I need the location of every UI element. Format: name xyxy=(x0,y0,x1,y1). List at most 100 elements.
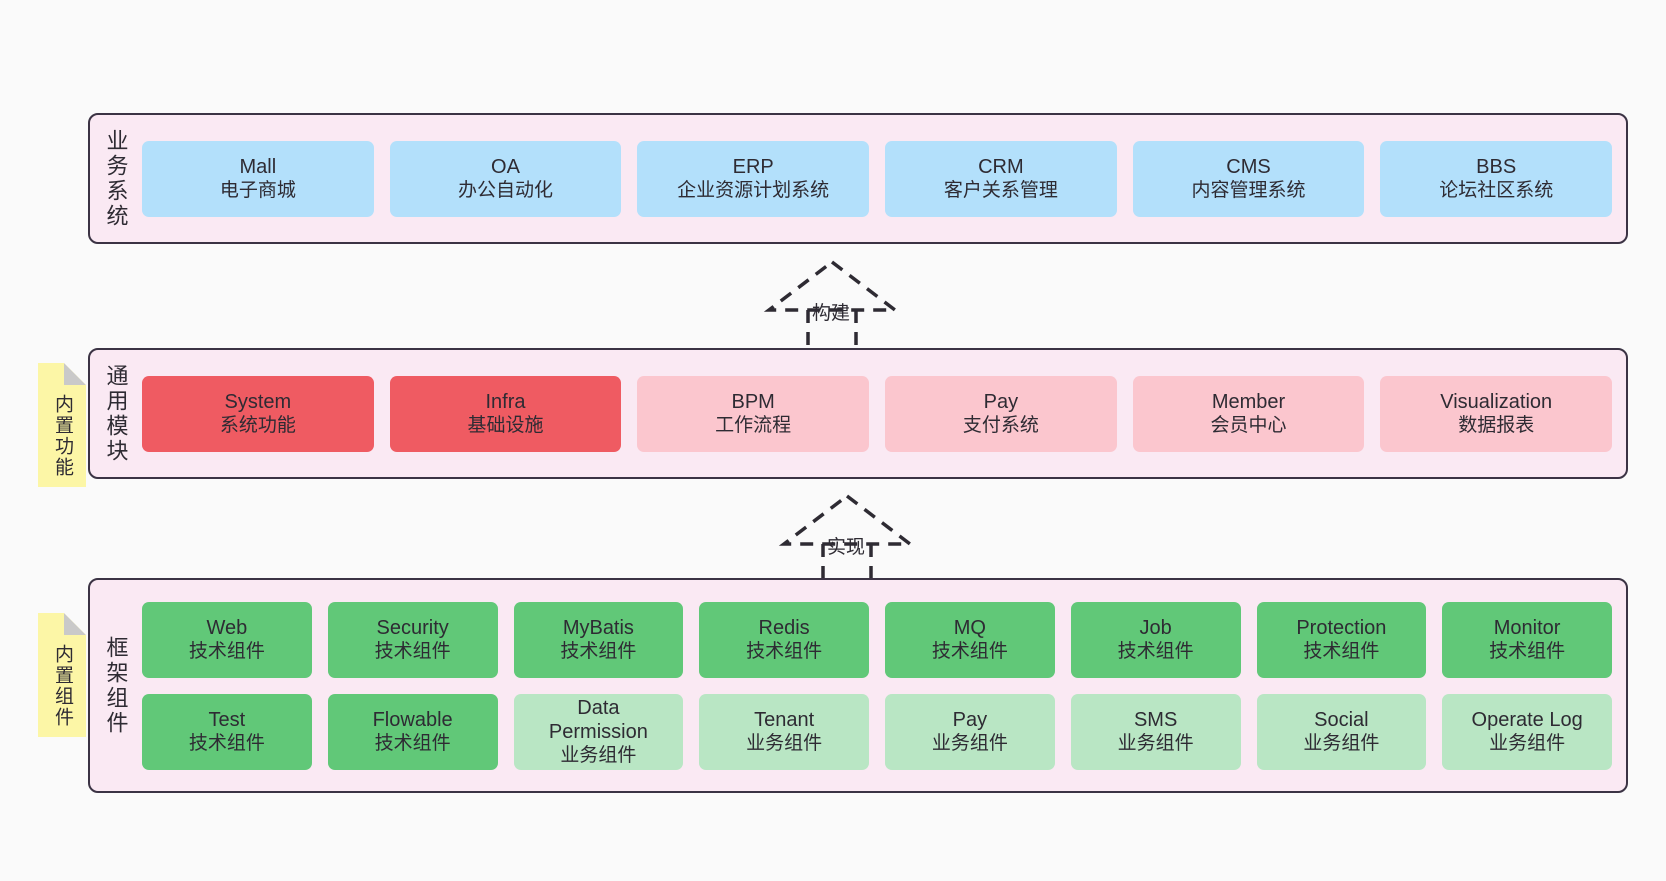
node-title: BPM xyxy=(731,390,775,413)
layer-title-framework-components: 框架组件 xyxy=(103,635,129,736)
node-flowable[interactable]: Flowable 技术组件 xyxy=(327,693,498,770)
node-pay-component[interactable]: Pay 业务组件 xyxy=(885,693,1055,770)
node-subtitle: 业务组件 xyxy=(560,745,637,767)
node-title: Web xyxy=(206,616,248,639)
node-row: Mall 电子商城 OA 办公自动化 ERP 企业资源计划系统 CRM 客户关系… xyxy=(142,140,1613,217)
node-subtitle: 工作流程 xyxy=(715,415,792,437)
node-row: System 系统功能 Infra 基础设施 BPM 工作流程 Pay 支付系统… xyxy=(142,375,1613,452)
sticky-note-builtin-features: 内置功能 xyxy=(38,363,86,487)
node-subtitle: 业务组件 xyxy=(1303,733,1380,755)
node-mybatis[interactable]: MyBatis 技术组件 xyxy=(513,601,684,678)
connector-implement-label: 实现 xyxy=(827,537,866,558)
node-test[interactable]: Test 技术组件 xyxy=(142,693,312,770)
node-title: Security xyxy=(376,616,449,639)
layer-title-common-modules: 通用模块 xyxy=(103,363,129,464)
node-job[interactable]: Job 技术组件 xyxy=(1070,601,1241,678)
node-subtitle: 客户关系管理 xyxy=(943,180,1058,202)
node-title: CRM xyxy=(978,155,1024,178)
node-title: Pay xyxy=(952,708,988,731)
node-title: SMS xyxy=(1133,708,1178,731)
note-fold-corner-icon xyxy=(64,613,86,635)
node-subtitle: 内容管理系统 xyxy=(1191,180,1306,202)
node-operate-log[interactable]: Operate Log 业务组件 xyxy=(1442,693,1612,770)
layer-body-common-modules: System 系统功能 Infra 基础设施 BPM 工作流程 Pay 支付系统… xyxy=(142,350,1626,477)
node-title: OA xyxy=(491,155,520,178)
layer-body-business-systems: Mall 电子商城 OA 办公自动化 ERP 企业资源计划系统 CRM 客户关系… xyxy=(142,115,1626,242)
node-title: Job xyxy=(1139,616,1172,639)
node-subtitle: 基础设施 xyxy=(467,415,544,437)
node-title: ERP xyxy=(732,155,774,178)
node-bpm[interactable]: BPM 工作流程 xyxy=(637,375,870,452)
node-subtitle: 办公自动化 xyxy=(458,180,554,202)
node-title: Visualization xyxy=(1440,390,1553,413)
node-mq[interactable]: MQ 技术组件 xyxy=(885,601,1055,678)
node-subtitle: 技术组件 xyxy=(1117,641,1194,663)
node-title: Redis xyxy=(758,616,810,639)
layer-body-framework-components: Web 技术组件 Security 技术组件 MyBatis 技术组件 Redi… xyxy=(142,580,1626,791)
node-protection[interactable]: Protection 技术组件 xyxy=(1256,601,1427,678)
node-title: Operate Log xyxy=(1471,708,1583,731)
node-title: Flowable xyxy=(372,708,453,731)
node-title: CMS xyxy=(1226,155,1271,178)
node-data-permission[interactable]: Data Permission 业务组件 xyxy=(513,693,684,770)
node-subtitle: 业务组件 xyxy=(746,733,823,755)
node-subtitle: 支付系统 xyxy=(962,415,1039,437)
node-subtitle: 技术组件 xyxy=(188,733,265,755)
connector-implement: 实现 xyxy=(775,492,920,584)
node-system[interactable]: System 系统功能 xyxy=(142,375,374,452)
sticky-note-label: 内置功能 xyxy=(51,394,73,478)
node-subtitle: 技术组件 xyxy=(374,733,451,755)
node-title: Protection xyxy=(1296,616,1387,639)
node-social[interactable]: Social 业务组件 xyxy=(1256,693,1427,770)
node-cms[interactable]: CMS 内容管理系统 xyxy=(1132,140,1365,217)
node-bbs[interactable]: BBS 论坛社区系统 xyxy=(1380,140,1613,217)
node-crm[interactable]: CRM 客户关系管理 xyxy=(885,140,1117,217)
node-subtitle: 技术组件 xyxy=(374,641,451,663)
connector-build-label: 构建 xyxy=(812,303,851,324)
node-web[interactable]: Web 技术组件 xyxy=(142,601,312,678)
node-infra[interactable]: Infra 基础设施 xyxy=(389,375,622,452)
sticky-note-label: 内置组件 xyxy=(51,644,73,728)
node-title: Member xyxy=(1211,390,1286,413)
connector-build: 构建 xyxy=(760,258,905,350)
node-pay[interactable]: Pay 支付系统 xyxy=(885,375,1117,452)
node-title: Mall xyxy=(239,155,277,178)
node-security[interactable]: Security 技术组件 xyxy=(327,601,498,678)
node-title: Data Permission xyxy=(548,696,648,743)
node-subtitle: 技术组件 xyxy=(931,641,1008,663)
node-title: BBS xyxy=(1476,155,1517,178)
node-visualization[interactable]: Visualization 数据报表 xyxy=(1380,375,1613,452)
node-subtitle: 企业资源计划系统 xyxy=(677,180,830,202)
node-member[interactable]: Member 会员中心 xyxy=(1132,375,1365,452)
node-title: Test xyxy=(208,708,246,731)
node-subtitle: 技术组件 xyxy=(188,641,265,663)
node-erp[interactable]: ERP 企业资源计划系统 xyxy=(637,140,870,217)
node-subtitle: 技术组件 xyxy=(1489,641,1566,663)
node-title: Tenant xyxy=(754,708,815,731)
node-title: System xyxy=(224,390,292,413)
node-title: MyBatis xyxy=(562,616,634,639)
node-redis[interactable]: Redis 技术组件 xyxy=(699,601,869,678)
node-monitor[interactable]: Monitor 技术组件 xyxy=(1442,601,1612,678)
layer-title-business-systems: 业务系统 xyxy=(103,128,129,229)
node-title: Infra xyxy=(485,390,526,413)
node-sms[interactable]: SMS 业务组件 xyxy=(1070,693,1241,770)
layer-common-modules: 通用模块 System 系统功能 Infra 基础设施 BPM 工作流程 Pay… xyxy=(88,348,1628,479)
dashed-generalization-arrow-icon xyxy=(778,493,916,584)
node-subtitle: 业务组件 xyxy=(1117,733,1194,755)
node-title: Monitor xyxy=(1493,616,1561,639)
node-row: Test 技术组件 Flowable 技术组件 Data Permission … xyxy=(142,693,1612,770)
node-oa[interactable]: OA 办公自动化 xyxy=(389,140,622,217)
node-subtitle: 业务组件 xyxy=(931,733,1008,755)
node-subtitle: 会员中心 xyxy=(1210,415,1287,437)
node-tenant[interactable]: Tenant 业务组件 xyxy=(699,693,869,770)
node-subtitle: 系统功能 xyxy=(219,415,296,437)
node-subtitle: 电子商城 xyxy=(219,180,296,202)
node-subtitle: 技术组件 xyxy=(746,641,823,663)
node-mall[interactable]: Mall 电子商城 xyxy=(142,140,374,217)
layer-business-systems: 业务系统 Mall 电子商城 OA 办公自动化 ERP 企业资源计划系统 CRM… xyxy=(88,113,1628,244)
node-subtitle: 论坛社区系统 xyxy=(1439,180,1554,202)
node-subtitle: 技术组件 xyxy=(560,641,637,663)
note-fold-corner-icon xyxy=(64,363,86,385)
